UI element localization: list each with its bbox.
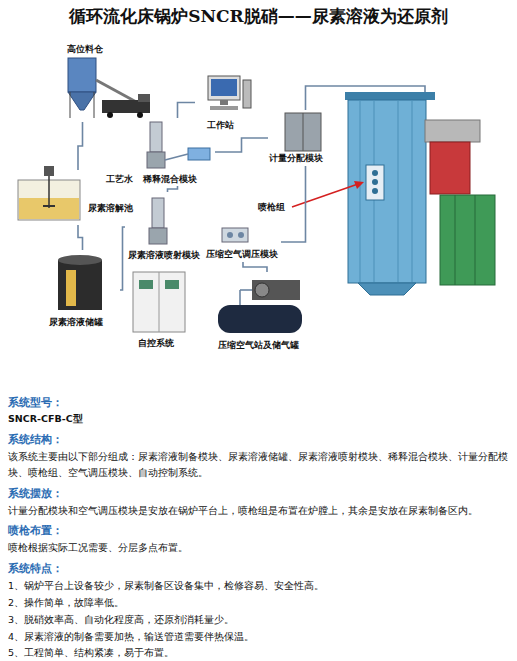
pipe-connector — [168, 186, 178, 192]
equipment-label: 稀释混合模块 — [143, 174, 197, 185]
pipe-connector — [78, 122, 83, 170]
equipment-node: 自控系统 — [128, 268, 193, 351]
text-label: 计量分配模块和空气调压模块是安放在锅炉平台上，喷枪组是布置在炉膛上，其余是安放在… — [8, 503, 508, 519]
equipment-node: 高位料仓 — [55, 42, 110, 122]
equipment-node: 喷枪组 — [345, 92, 505, 297]
text-label: 1、锅炉平台上设备较少，尿素制备区设备集中，检修容易、安全性高。 — [8, 578, 508, 594]
text-label: 5、工程简单、结构紧凑，易于布置。 — [8, 645, 508, 661]
equipment-label: 尿素溶解池 — [88, 203, 133, 214]
equipment-node: 工作站 — [195, 70, 255, 135]
equipment-node: 尿素溶液喷射模块 — [125, 192, 210, 262]
section-heading: 系统型号： — [8, 395, 63, 410]
text-label: 喷枪根据实际工况需要、分层多点布置。 — [8, 540, 508, 556]
equipment-label: 高位料仓 — [67, 44, 103, 55]
equipment-label: 压缩空气站及储气罐 — [218, 340, 299, 351]
equipment-node: 压缩空气调压模块 — [205, 222, 281, 262]
title: 循环流化床锅炉SNCR脱硝——尿素溶液为还原剂 — [0, 5, 517, 28]
equipment-label: 工作站 — [207, 120, 234, 131]
text-label: 工艺水 — [106, 174, 133, 186]
equipment-label: 计量分配模块 — [269, 153, 323, 164]
section-heading: 喷枪布置： — [8, 523, 63, 538]
equipment-label: 尿素溶液储罐 — [49, 317, 103, 328]
equipment-node: 稀释混合模块 — [140, 118, 215, 186]
text-label: 2、操作简单，故障率低。 — [8, 595, 508, 611]
equipment-node: 压缩空气站及储气罐 — [212, 272, 322, 354]
pipe-connector — [215, 138, 268, 152]
section-heading: 系统特点： — [8, 561, 63, 576]
equipment-label: 压缩空气调压模块 — [206, 249, 278, 260]
equipment-label: 喷枪组 — [258, 202, 285, 213]
text-label: SNCR-CFB-C型 — [8, 413, 83, 426]
pipe-connector — [306, 86, 426, 110]
pipe-connector — [78, 225, 83, 250]
text-label: 3、脱硝效率高、自动化程度高，还原剂消耗量少。 — [8, 612, 508, 628]
equipment-node: 计量分配模块 — [268, 110, 343, 166]
pipe-connector — [120, 227, 125, 290]
pipe-connector — [243, 262, 267, 272]
equipment-node: 尿素溶液储罐 — [45, 250, 120, 330]
text-label: 该系统主要由以下部分组成：尿素溶液制备模块、尿素溶液储罐、尿素溶液喷射模块、稀释… — [8, 449, 508, 481]
section-heading: 系统摆放： — [8, 486, 63, 501]
equipment-label: 尿素溶液喷射模块 — [128, 250, 200, 261]
text-label: 4、尿素溶液的制备需要加热，输送管道需要伴热保温。 — [8, 629, 508, 645]
equipment-label: 自控系统 — [138, 338, 174, 349]
pipe-connector — [178, 103, 196, 119]
section-heading: 系统结构： — [8, 432, 63, 447]
